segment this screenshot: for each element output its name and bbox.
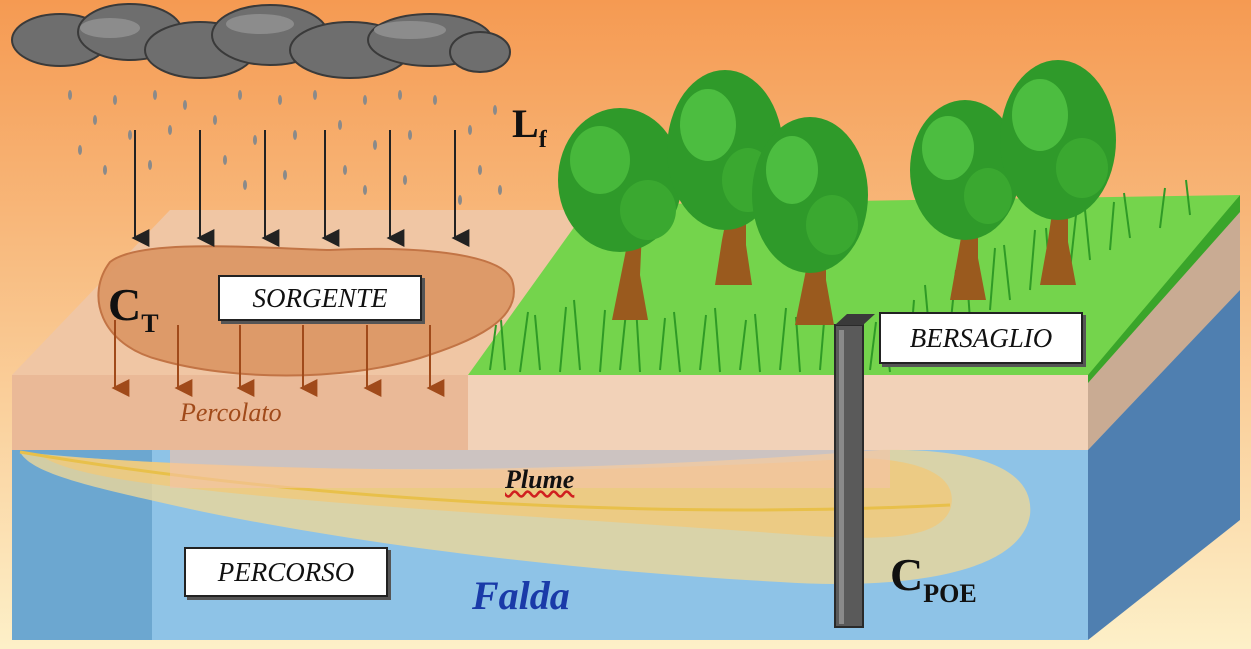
raindrops — [68, 90, 502, 205]
ct-symbol: CT — [108, 279, 159, 338]
leaching-arrows — [111, 320, 445, 397]
well-cap — [835, 314, 875, 325]
sorgente-label: SORGENTE — [218, 275, 422, 321]
plume-upper-tint — [170, 450, 890, 488]
plume-band — [19, 450, 951, 512]
block-side-aquifer — [1088, 290, 1240, 640]
tree — [1000, 60, 1116, 285]
well-highlight — [839, 330, 844, 624]
percorso-label: PERCORSO — [184, 547, 388, 597]
percolato-label: Percolato — [180, 398, 282, 427]
cpoe-symbol: CPOE — [890, 549, 977, 608]
bersaglio-label: BERSAGLIO — [879, 312, 1083, 364]
block-side-grass — [1088, 195, 1240, 383]
rain-cloud-shading — [80, 14, 446, 39]
lf-symbol: Lf — [512, 101, 547, 153]
tree — [558, 108, 682, 320]
block-side-soil — [1088, 208, 1240, 450]
falda-label: Falda — [472, 573, 570, 618]
tree-group — [558, 60, 1116, 325]
infiltration-arrows — [131, 130, 470, 247]
plume-label: Plume — [505, 465, 575, 494]
tree — [752, 117, 868, 325]
tree — [910, 100, 1020, 300]
